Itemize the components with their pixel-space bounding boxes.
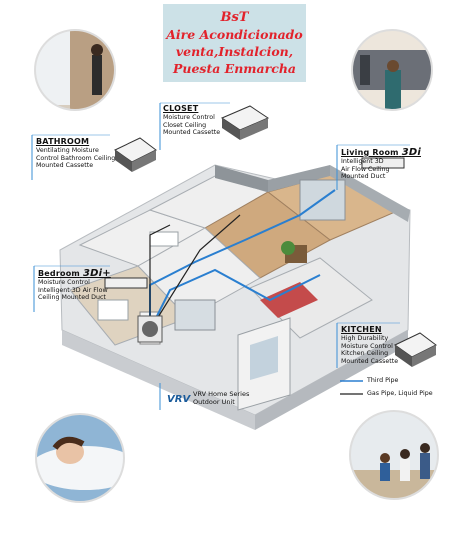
- legend-gas-liquid-pipe: Gas Pipe, Liquid Pipe: [367, 390, 433, 397]
- callout-living-line: Mounted Duct: [341, 173, 386, 180]
- callout-bathroom: BATHROOM Ventilating Moisture Control Ba…: [36, 137, 115, 170]
- callout-kitchen-line: High Durability: [341, 335, 389, 342]
- refrigerant-pipes: [149, 189, 336, 331]
- callout-bathroom-line: Ventilating Moisture: [36, 147, 99, 154]
- callout-living-room: Living Room 3Di Intelligent 3D Air Flow …: [341, 148, 421, 181]
- callout-kitchen-line: Kitchen Ceiling: [341, 350, 389, 357]
- callout-living-line: Intelligent 3D: [341, 158, 384, 165]
- photo-bathroom: [34, 29, 116, 111]
- callout-bedroom-badge: 3Di+: [82, 268, 111, 279]
- promo-banner: BsT Aire Acondicionado venta,Instalcion,…: [163, 4, 306, 82]
- callout-kitchen-line: Moisture Control: [341, 342, 393, 350]
- outdoor-unit-label: VRV Home Series Outdoor Unit: [193, 390, 249, 406]
- banner-line-1: Aire Acondicionado: [166, 27, 303, 42]
- callout-bathroom-line: Control Bathroom Ceiling: [36, 154, 116, 162]
- callout-closet-line: Closet Ceiling: [163, 121, 207, 129]
- callout-kitchen-title: KITCHEN: [341, 325, 382, 334]
- photo-kitchen: [349, 410, 439, 500]
- indoor-units: [104, 105, 437, 367]
- legend-lines: [340, 380, 363, 395]
- legend-third-pipe: Third Pipe: [367, 377, 399, 384]
- banner-line-2: venta,Instalcion,: [175, 44, 294, 59]
- outdoor-unit: [137, 315, 163, 343]
- banner-line-brand: BsT: [220, 10, 249, 25]
- callout-kitchen: KITCHEN High Durability Moisture Control…: [341, 325, 398, 365]
- callout-bedroom-title: Bedroom: [38, 269, 80, 278]
- callout-closet-line: Mounted Cassette: [163, 129, 221, 136]
- vrv-logo: VRV: [167, 394, 191, 405]
- callout-living-badge: 3Di: [401, 147, 421, 158]
- banner-line-3: Puesta Enmarcha: [172, 61, 297, 76]
- callout-bedroom-line: Intelligent 3D Air Flow: [38, 286, 108, 294]
- house-floor-plan: [59, 164, 411, 430]
- callout-closet-line: Moisture Control: [163, 114, 215, 121]
- callout-frames: [31, 102, 410, 410]
- callout-bedroom-line: Ceiling Mounted Duct: [38, 294, 106, 301]
- callout-bedroom-line: Moisture Control: [38, 279, 90, 286]
- callout-bedroom: Bedroom 3Di+ Moisture Control Intelligen…: [38, 269, 111, 302]
- photo-bedroom: [35, 413, 125, 503]
- photo-closet: [351, 29, 433, 111]
- callout-living-line: Air Flow Ceiling: [341, 165, 390, 173]
- callout-kitchen-line: Mounted Cassette: [341, 357, 399, 365]
- callout-closet: CLOSET Moisture Control Closet Ceiling M…: [163, 104, 220, 137]
- callout-living-title: Living Room: [341, 148, 399, 157]
- outdoor-line: Outdoor Unit: [193, 398, 235, 406]
- callout-bathroom-title: BATHROOM: [36, 137, 90, 146]
- callout-bathroom-line: Mounted Cassette: [36, 162, 94, 169]
- outdoor-line: VRV Home Series: [193, 390, 250, 398]
- callout-closet-title: CLOSET: [163, 104, 199, 113]
